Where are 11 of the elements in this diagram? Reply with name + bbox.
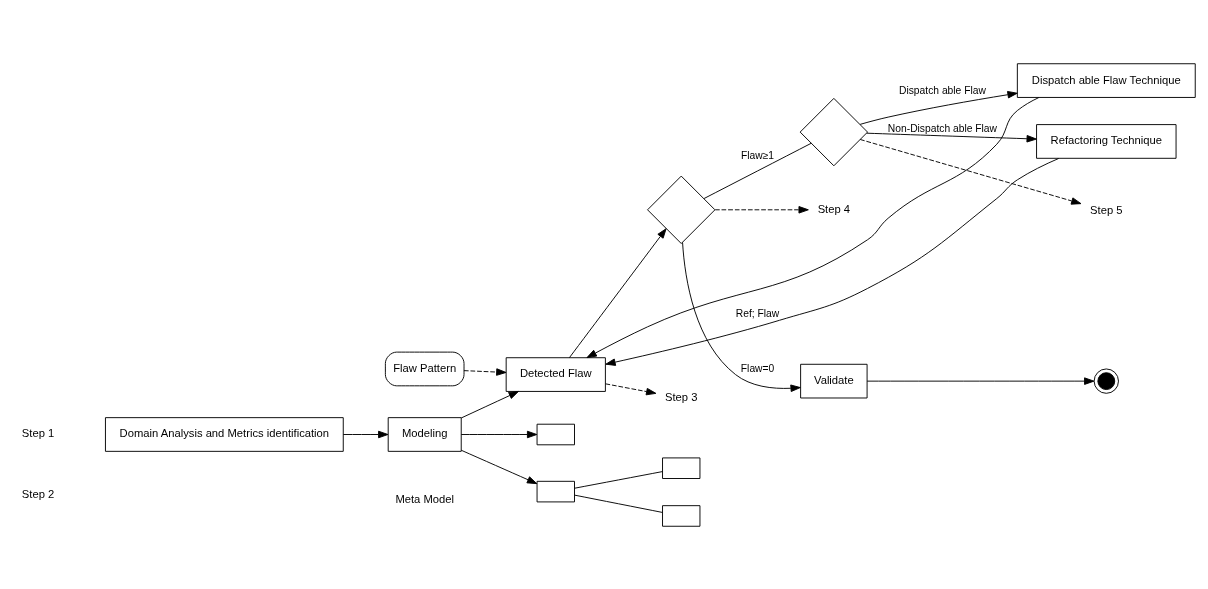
edge-label: Flaw=0 — [740, 362, 775, 374]
label: Step 1 — [21, 426, 55, 439]
node-text: Step 5 — [1090, 203, 1123, 216]
edge-label: Ref; Flaw — [735, 307, 780, 319]
label: Meta Model — [395, 492, 455, 505]
node-text: Step 3 — [665, 390, 698, 403]
edge-label: Non-Dispatch able Flaw — [887, 122, 998, 134]
edge-label: Flaw≥1 — [741, 149, 775, 161]
edge-label: Dispatch able Flaw — [899, 84, 986, 96]
label: Step 2 — [21, 487, 55, 500]
node-text: Step 4 — [817, 202, 851, 215]
